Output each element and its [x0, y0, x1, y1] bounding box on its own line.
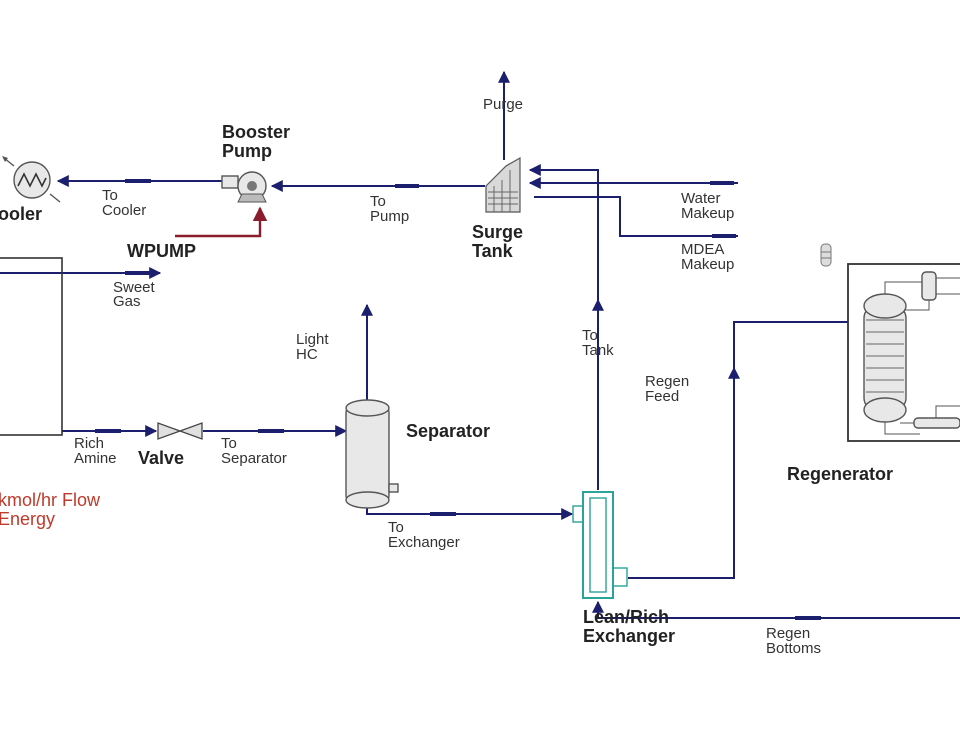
lean-rich-exchanger-icon[interactable]	[572, 491, 628, 599]
to-separator-flow-arrow	[258, 429, 284, 433]
sweet-gas-flow-arrow	[125, 271, 151, 275]
rich-amine-label: Rich Amine	[74, 435, 117, 467]
valve-label: Valve	[138, 448, 184, 468]
purge-label: Purge	[483, 96, 523, 113]
to-exchanger-flow-arrow	[430, 512, 456, 516]
sweet-gas-label: Sweet Gas	[113, 279, 159, 310]
mdea-makeup-label: MDEA Makeup	[681, 241, 734, 273]
regen-feed-label: Regen Feed	[645, 373, 693, 405]
cooler-icon[interactable]	[2, 156, 61, 203]
to-exchanger-label: To Exchanger	[388, 519, 460, 551]
booster-pump-icon[interactable]	[221, 171, 267, 203]
absorber-column[interactable]	[0, 257, 63, 436]
regen-bottoms-flow-arrow	[795, 616, 821, 620]
wpump-label: WPUMP	[127, 241, 196, 261]
to-exchanger-stream-line[interactable]	[366, 507, 574, 520]
to-tank-stream-line[interactable]	[528, 164, 599, 490]
regen-bottoms-stream-line[interactable]	[592, 600, 960, 619]
wpump-energy-stream[interactable]	[175, 206, 268, 238]
valve-icon[interactable]	[157, 422, 203, 440]
to-pump-flow-arrow	[395, 184, 419, 188]
legend-energy-units: Energy	[0, 509, 55, 529]
separator-vessel[interactable]	[345, 399, 399, 509]
cooler-label: ooler	[0, 204, 42, 224]
booster-pump-label: Booster Pump	[222, 122, 295, 161]
to-cooler-label: To Cooler	[102, 187, 146, 219]
water-makeup-flow-arrow	[710, 181, 734, 185]
rich-amine-flow-arrow	[95, 429, 121, 433]
light-hc-label: Light HC	[296, 331, 333, 363]
water-makeup-label: Water Makeup	[681, 190, 734, 222]
to-cooler-flow-arrow	[125, 179, 151, 183]
exchanger-label: Lean/Rich Exchanger	[583, 607, 675, 646]
regenerator-label: Regenerator	[787, 464, 893, 484]
regen-bottoms-label: Regen Bottoms	[766, 625, 821, 657]
small-vessel-icon	[820, 243, 832, 267]
mdea-makeup-flow-arrow	[712, 234, 736, 238]
to-separator-label: To Separator	[221, 435, 287, 467]
surge-tank-icon[interactable]	[485, 156, 521, 213]
regenerator-subflowsheet[interactable]	[847, 263, 960, 442]
regen-feed-stream-line[interactable]	[628, 316, 866, 579]
separator-label: Separator	[406, 421, 490, 441]
legend-flow-units: kmol/hr Flow	[0, 490, 101, 510]
to-pump-label: To Pump	[370, 193, 409, 225]
mdea-makeup-stream-line[interactable]	[534, 196, 738, 237]
to-tank-label: To Tank	[582, 327, 614, 359]
surge-tank-label: Surge Tank	[472, 222, 528, 261]
